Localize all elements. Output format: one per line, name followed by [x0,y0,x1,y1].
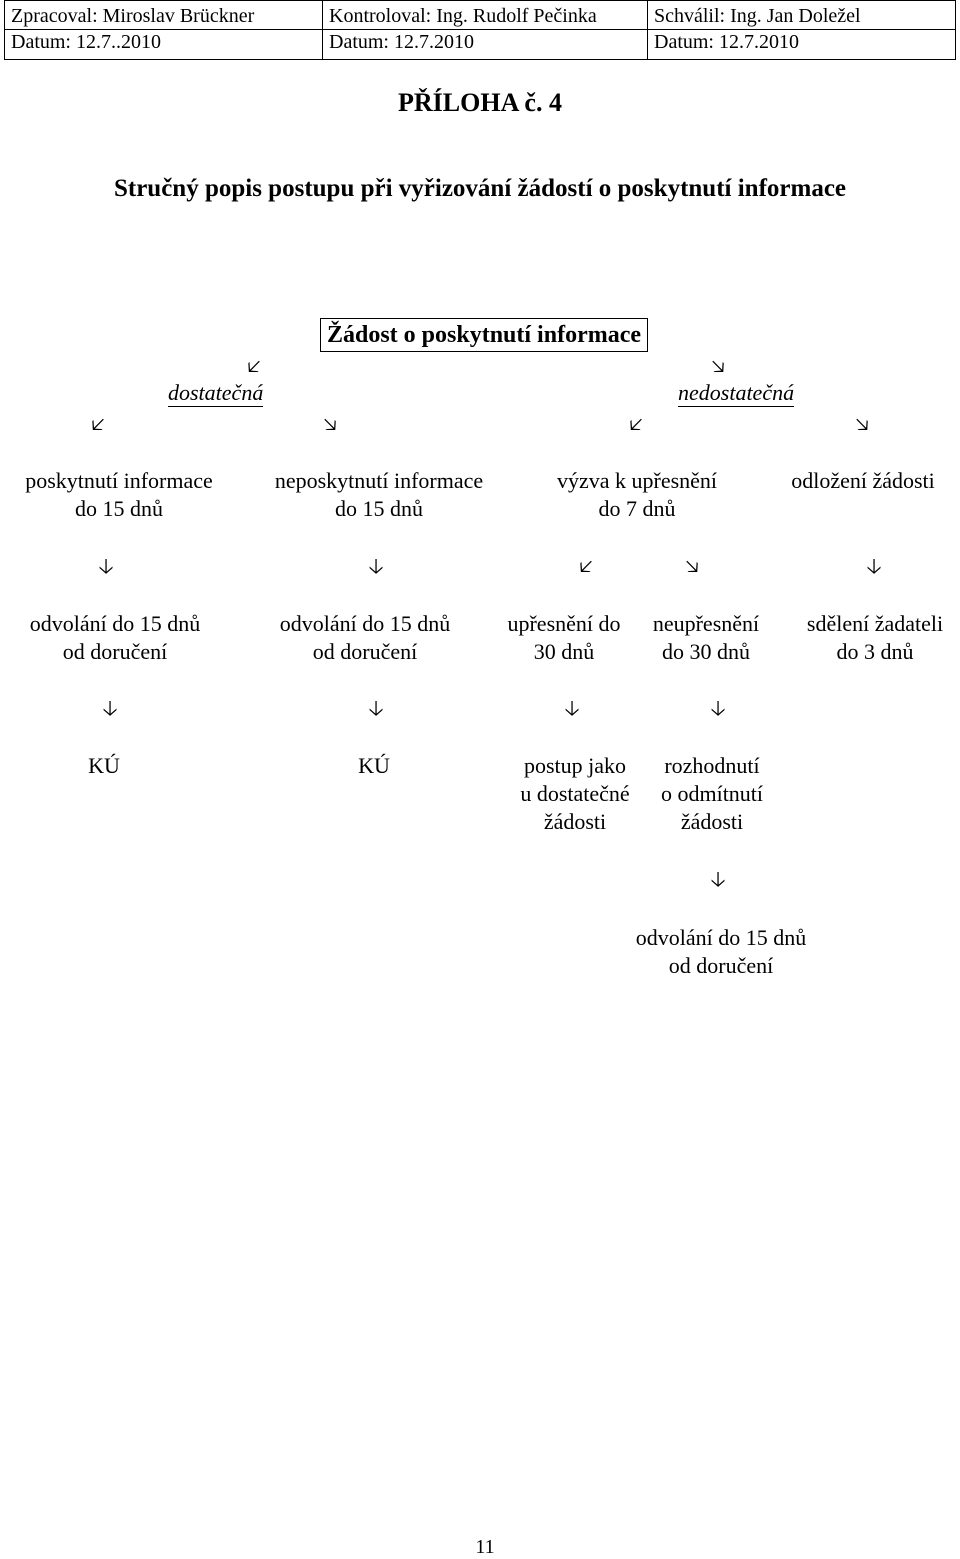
node-line: do 15 dnů [335,496,423,521]
checked-date: Datum: 12.7.2010 [329,31,474,53]
document-title: Stručný popis postupu při vyřizování žád… [113,175,847,202]
node-line: do 7 dnů [598,496,676,521]
appendix-title: PŘÍLOHA č. 4 [398,88,562,117]
node-line: rozhodnutí [664,753,760,778]
arrow-down-icon: 🡣 [710,696,726,720]
node-line: 30 dnů [533,639,595,664]
node-line: výzva k upřesnění [556,468,718,493]
node-line: sdělení žadateli [806,611,944,636]
arrow-down-right-icon: 🡦 [323,412,337,436]
branch-sufficient: dostatečná [168,380,264,407]
node-line: žádosti [680,809,744,834]
node-line: odvolání do 15 dnů [279,611,451,636]
arrow-down-right-icon: 🡦 [855,412,869,436]
branch-insufficient: nedostatečná [678,380,795,407]
approval-header-table: Zpracoval: Miroslav Brückner Datum: 12.7… [4,0,956,60]
arrow-down-icon: 🡣 [866,554,882,578]
node-line: žádosti [543,809,607,834]
header-row-divider [5,29,955,30]
checked-by: Kontroloval: Ing. Rudolf Pečinka [329,5,597,27]
node-line: do 15 dnů [75,496,163,521]
node-clarified: upřesnění do 30 dnů [494,610,634,666]
prepared-date: Datum: 12.7..2010 [11,31,161,53]
node-line: do 30 dnů [662,639,750,664]
page-number: 11 [475,1536,495,1558]
node-rejection-decision: rozhodnutí o odmítnutí žádosti [640,752,784,836]
node-line: odvolání do 15 dnů [29,611,201,636]
flow-root-request: Žádost o poskytnutí informace [320,318,648,352]
node-line: o odmítnutí [660,781,764,806]
approved-by: Schválil: Ing. Jan Doležel [654,5,861,27]
node-line: poskytnutí informace [25,468,213,493]
node-provide-info: poskytnutí informace do 15 dnů [6,467,232,523]
node-line: od doručení [312,639,418,664]
node-appeal-2: odvolání do 15 dnů od doručení [258,610,472,666]
node-regional-authority-1: KÚ [64,752,144,780]
node-regional-authority-2: KÚ [334,752,414,780]
arrow-down-right-icon: 🡦 [711,354,725,378]
arrow-down-left-icon: 🡧 [629,412,643,436]
node-line: neposkytnutí informace [274,468,484,493]
arrow-down-right-icon: 🡦 [685,554,699,578]
node-proceed-as-sufficient: postup jako u dostatečné žádosti [500,752,650,836]
node-line: upřesnění do [507,611,621,636]
node-line: odvolání do 15 dnů [635,925,807,950]
approved-date: Datum: 12.7.2010 [654,31,799,53]
arrow-down-icon: 🡣 [368,696,384,720]
node-refuse-info: neposkytnutí informace do 15 dnů [254,467,504,523]
node-appeal-1: odvolání do 15 dnů od doručení [8,610,222,666]
arrow-down-icon: 🡣 [710,867,726,891]
header-col-prepared: Zpracoval: Miroslav Brückner Datum: 12.7… [5,1,323,59]
node-line: do 3 dnů [836,639,914,664]
node-line: KÚ [358,753,390,778]
node-not-clarified: neupřesnění do 30 dnů [640,610,772,666]
node-line: KÚ [88,753,120,778]
arrow-down-left-icon: 🡧 [579,554,593,578]
node-line: od doručení [668,953,774,978]
arrow-down-icon: 🡣 [368,554,384,578]
node-line: neupřesnění [652,611,760,636]
header-col-checked: Kontroloval: Ing. Rudolf Pečinka Datum: … [323,1,648,59]
arrow-down-left-icon: 🡧 [247,354,261,378]
node-line: od doručení [62,639,168,664]
node-clarification-request: výzva k upřesnění do 7 dnů [532,467,742,523]
node-line: u dostatečné [520,781,630,806]
node-notify-applicant: sdělení žadateli do 3 dnů [790,610,960,666]
node-appeal-final: odvolání do 15 dnů od doručení [608,924,834,980]
arrow-down-icon: 🡣 [564,696,580,720]
prepared-by: Zpracoval: Miroslav Brückner [11,5,255,27]
node-line: postup jako [523,753,627,778]
arrow-down-icon: 🡣 [98,554,114,578]
node-shelve-request: odložení žádosti [772,467,954,495]
arrow-down-icon: 🡣 [102,696,118,720]
header-col-approved: Schválil: Ing. Jan Doležel Datum: 12.7.2… [648,1,955,59]
arrow-down-left-icon: 🡧 [91,412,105,436]
node-line: odložení žádosti [791,468,935,493]
